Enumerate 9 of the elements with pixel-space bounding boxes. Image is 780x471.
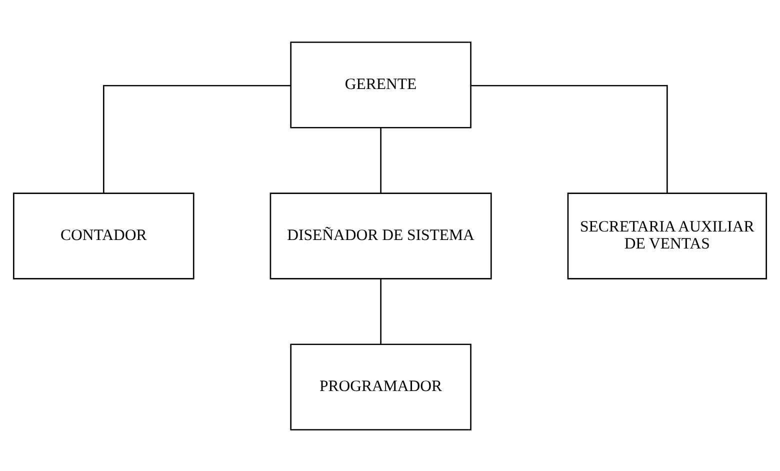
node-box: SECRETARIA AUXILIAR DE VENTAS xyxy=(567,192,767,279)
connector xyxy=(380,127,382,192)
node-box: PROGRAMADOR xyxy=(290,343,472,430)
node-box: CONTADOR xyxy=(13,192,194,279)
node-box: GERENTE xyxy=(290,41,472,128)
connector xyxy=(471,84,668,193)
connector xyxy=(380,278,382,344)
connector xyxy=(103,84,291,193)
node-box: DISEÑADOR DE SISTEMA xyxy=(270,192,492,279)
